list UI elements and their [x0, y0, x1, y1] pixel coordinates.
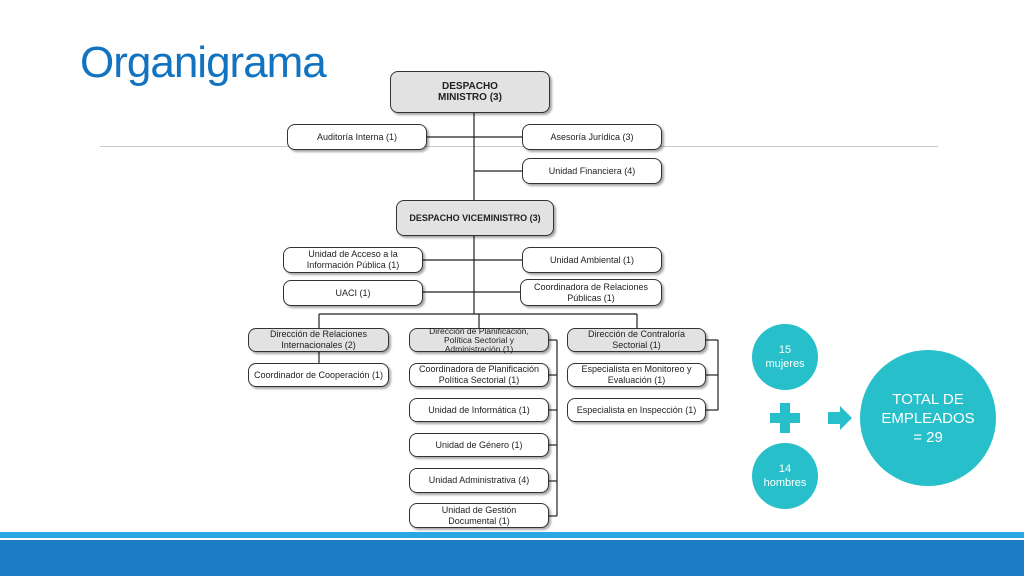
node-despacho-viceministro: DESPACHO VICEMINISTRO (3): [396, 200, 554, 236]
node-coordinador-cooperacion: Coordinador de Cooperación (1): [248, 363, 389, 387]
plus-icon: [770, 403, 800, 433]
footer-bar: [0, 540, 1024, 576]
node-coordinadora-planificacion: Coordinadora de Planificación Política S…: [409, 363, 549, 387]
arrow-right-icon: [828, 406, 852, 430]
hombres-circle: 14 hombres: [752, 443, 818, 509]
node-direccion-planificacion: Dirección de Planificación, Política Sec…: [409, 326, 549, 353]
node-unidad-gestion-documental: Unidad de Gestión Documental (1): [409, 503, 549, 528]
node-unidad-informatica: Unidad de Informática (1): [409, 398, 549, 422]
node-unidad-financiera: Unidad Financiera (4): [522, 158, 662, 184]
title-divider: [100, 146, 938, 147]
node-especialista-monitoreo: Especialista en Monitoreo y Evaluación (…: [567, 363, 706, 387]
mujeres-circle: 15 mujeres: [752, 324, 818, 390]
node-unidad-acceso-informacion: Unidad de Acceso a la Información Públic…: [283, 247, 423, 273]
node-especialista-inspeccion: Especialista en Inspección (1): [567, 398, 706, 422]
node-unidad-genero: Unidad de Género (1): [409, 433, 549, 457]
node-uaci: UACI (1): [283, 280, 423, 306]
footer-accent-bar: [0, 532, 1024, 538]
page-title: Organigrama: [80, 38, 327, 87]
total-empleados-circle: TOTAL DE EMPLEADOS = 29: [860, 350, 996, 486]
mujeres-label: 15 mujeres: [765, 344, 805, 370]
node-direccion-contraloria: Dirección de Contraloría Sectorial (1): [567, 328, 706, 352]
node-unidad-administrativa: Unidad Administrativa (4): [409, 468, 549, 493]
node-unidad-ambiental: Unidad Ambiental (1): [522, 247, 662, 273]
node-auditoria-interna: Auditoría Interna (1): [287, 124, 427, 150]
node-direccion-relaciones-internacionales: Dirección de Relaciones Internacionales …: [248, 328, 389, 352]
total-empleados-label: TOTAL DE EMPLEADOS = 29: [881, 390, 975, 446]
hombres-label: 14 hombres: [763, 463, 807, 489]
node-coordinadora-relaciones-publicas: Coordinadora de Relaciones Públicas (1): [520, 279, 662, 306]
node-despacho-ministro: DESPACHO MINISTRO (3): [390, 71, 550, 113]
node-asesoria-juridica: Asesoría Jurídica (3): [522, 124, 662, 150]
